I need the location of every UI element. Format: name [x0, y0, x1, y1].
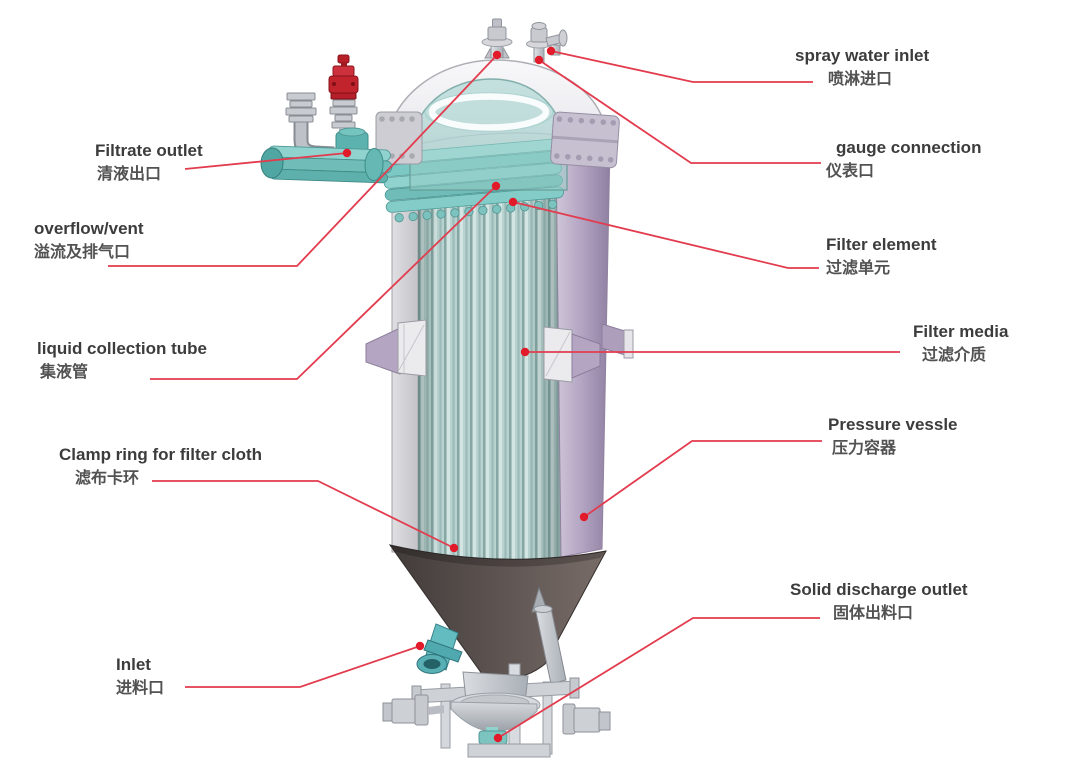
inlet-nozzle [416, 623, 463, 674]
label-en: gauge connection [836, 138, 982, 157]
label-en: liquid collection tube [37, 339, 207, 358]
filter-candles [418, 166, 564, 560]
label-en: Solid discharge outlet [790, 580, 968, 599]
label-zh: 滤布卡环 [75, 470, 140, 487]
leader-filter-element [512, 201, 819, 269]
label-zh: 固体出料口 [833, 605, 914, 622]
label-en: overflow/vent [34, 219, 144, 238]
top-flange-ring [375, 111, 620, 169]
overflow-vent-nozzle [481, 18, 513, 59]
label-solid-discharge-outlet: Solid discharge outlet 固体出料口 [790, 578, 968, 624]
filtrate-outlet-piping [260, 54, 393, 184]
label-en: Filter media [913, 322, 1009, 341]
leader-clamp-ring [152, 480, 455, 549]
label-zh: 进料口 [116, 680, 165, 697]
clamp-actuator-right [562, 703, 611, 735]
gauge-connection-nozzle [526, 22, 552, 63]
support-bracket-left [365, 319, 427, 377]
leader-overflow-vent [108, 54, 498, 267]
support-bracket-right [543, 326, 601, 383]
label-en: spray water inlet [795, 46, 930, 65]
label-zh: 过滤单元 [826, 260, 891, 277]
label-en: Filtrate outlet [95, 141, 203, 160]
leader-pressure-vessel [583, 440, 822, 518]
leader-lines [108, 50, 900, 739]
label-filter-element: Filter element 过滤单元 [826, 233, 937, 279]
label-en: Inlet [116, 655, 151, 674]
discharge-actuator-cylinder [531, 586, 567, 685]
label-en: Clamp ring for filter cloth [59, 445, 263, 464]
label-en: Pressure vessle [828, 415, 958, 434]
spray-water-inlet-nozzle [545, 29, 568, 56]
leader-spray-water-inlet [550, 50, 813, 83]
label-gauge-connection: gauge connection 仪表口 [826, 136, 981, 182]
leader-dots [342, 46, 589, 743]
dome-cutaway-glass [409, 78, 568, 191]
label-filter-media: Filter media 过滤介质 [913, 320, 1008, 366]
label-inlet: Inlet 进料口 [116, 653, 164, 699]
label-pressure-vessel: Pressure vessle 压力容器 [828, 413, 958, 459]
label-overflow-vent: overflow/vent 溢流及排气口 [34, 217, 144, 263]
filtrate-header-tubes [260, 145, 393, 184]
leader-filtrate-outlet [184, 152, 348, 170]
label-liquid-collection-tube: liquid collection tube 集液管 [37, 337, 207, 383]
leader-gauge-connection [538, 59, 821, 164]
leader-solid-discharge-outlet [497, 617, 820, 739]
solid-discharge-assembly [382, 663, 611, 758]
label-zh: 过滤介质 [922, 347, 987, 364]
support-bracket-far-right [601, 323, 634, 359]
label-zh: 仪表口 [826, 163, 875, 180]
label-zh: 压力容器 [832, 440, 897, 457]
label-zh: 喷淋进口 [828, 71, 893, 88]
label-zh: 清液出口 [97, 166, 162, 183]
label-filtrate-outlet: Filtrate outlet 清液出口 [95, 139, 203, 185]
label-clamp-ring-for-filter-cloth: Clamp ring for filter cloth 滤布卡环 [59, 443, 262, 489]
leader-liquid-collection-tube [150, 185, 497, 380]
label-en: Filter element [826, 235, 937, 254]
leader-inlet [185, 645, 421, 688]
safety-valve [328, 54, 359, 134]
label-spray-water-inlet: spray water inlet 喷淋进口 [795, 44, 929, 90]
label-zh: 集液管 [40, 364, 89, 381]
label-zh: 溢流及排气口 [34, 244, 131, 261]
clamp-actuator-left [382, 694, 444, 726]
